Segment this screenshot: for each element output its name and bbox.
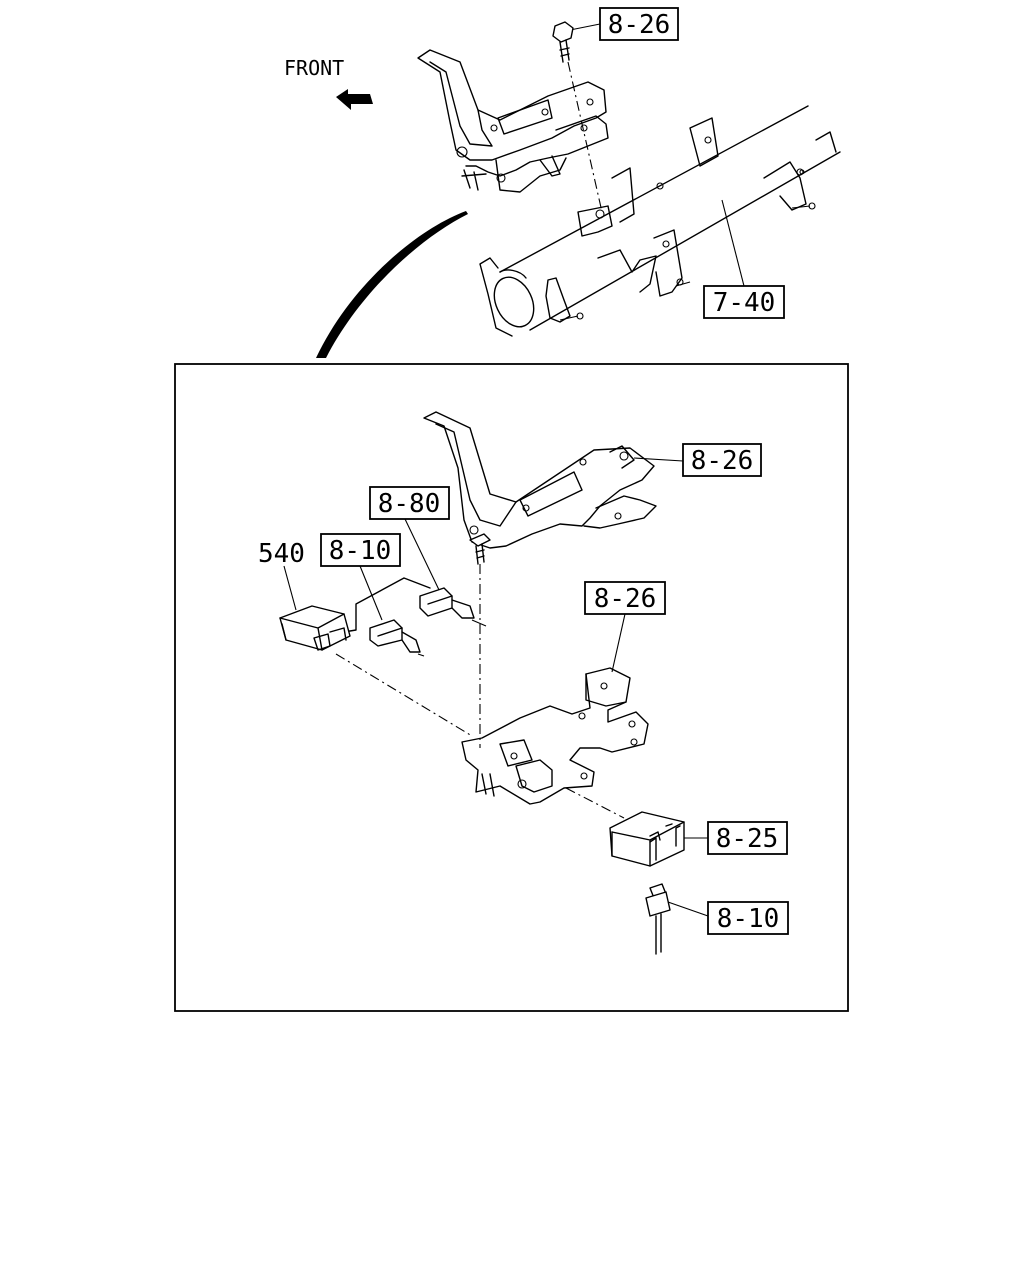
bolt-top [552, 21, 574, 63]
callout-connector-a[interactable]: 8-80 [369, 486, 450, 593]
callout-lower-bracket-label: 8-26 [594, 584, 657, 614]
callout-connector-b-label: 8-10 [329, 536, 392, 566]
wire-harness [343, 577, 431, 633]
callout-connector-a-label: 8-80 [378, 489, 441, 519]
callout-lower-connector-label: 8-10 [717, 904, 780, 934]
relay [609, 811, 685, 867]
callout-lower-bracket[interactable]: 8-26 [584, 581, 666, 673]
control-unit [279, 605, 351, 651]
overview-bracket [417, 49, 609, 193]
connector-b [369, 619, 425, 657]
detail-view: 8-26 8-80 8-10 [174, 363, 849, 1012]
detail-reference-arc [316, 211, 468, 358]
callout-lower-connector[interactable]: 8-10 [667, 901, 789, 935]
overview-assembly: FRONT 8-26 [284, 7, 841, 358]
callout-control-unit-label: 540 [258, 539, 305, 569]
callout-top-bracket-label: 8-26 [608, 10, 671, 40]
upper-bracket [423, 411, 657, 549]
callout-control-unit[interactable]: 540 [258, 539, 305, 611]
callout-crossmember-label: 7-40 [713, 288, 776, 318]
front-arrow-icon [336, 89, 373, 110]
callout-connector-b[interactable]: 8-10 [320, 533, 401, 621]
callout-upper-bracket[interactable]: 8-26 [633, 443, 762, 477]
crossmember-tube [479, 105, 841, 337]
callout-relay-label: 8-25 [716, 824, 779, 854]
callout-upper-bracket-label: 8-26 [691, 446, 754, 476]
callout-relay[interactable]: 8-25 [684, 821, 788, 855]
lower-bracket [461, 667, 649, 805]
callout-top-bracket[interactable]: 8-26 [569, 7, 679, 41]
connector-a [419, 587, 487, 627]
detail-frame [174, 363, 849, 1012]
lower-connector [645, 883, 671, 955]
screw [469, 533, 491, 565]
front-label: FRONT [284, 56, 344, 80]
callout-crossmember[interactable]: 7-40 [703, 199, 785, 319]
